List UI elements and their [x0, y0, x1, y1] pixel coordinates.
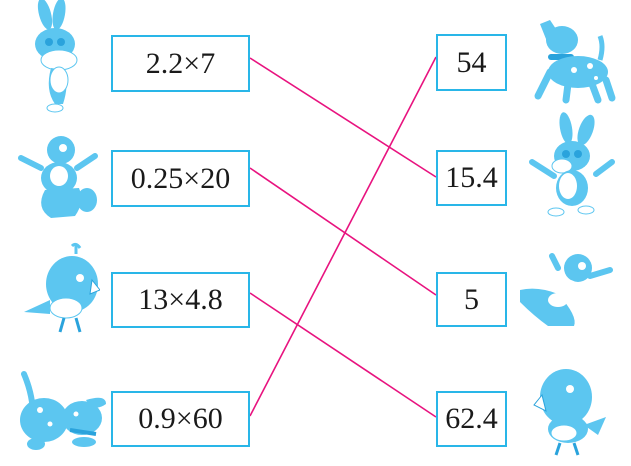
- expression-box-3[interactable]: 13×4.8: [111, 272, 250, 328]
- chipmunk-icon: [520, 253, 613, 326]
- bunny-icon: [529, 112, 615, 217]
- bunny-icon: [35, 0, 78, 113]
- match-line-0.25x20-5: [249, 167, 437, 296]
- answer-text: 54: [456, 45, 487, 79]
- match-line-2.2x7-15.4: [249, 57, 437, 178]
- expression-box-4[interactable]: 0.9×60: [111, 391, 250, 447]
- puppy-icon: [20, 371, 106, 450]
- bird-icon: [24, 242, 100, 333]
- answer-text: 15.4: [445, 161, 498, 194]
- answer-box-3[interactable]: 5: [436, 272, 507, 327]
- expression-text: 13×4.8: [138, 283, 223, 316]
- answer-box-2[interactable]: 15.4: [436, 150, 507, 206]
- answer-box-4[interactable]: 62.4: [436, 391, 507, 447]
- answer-text: 5: [464, 282, 479, 316]
- expression-box-1[interactable]: 2.2×7: [111, 35, 250, 92]
- answer-box-1[interactable]: 54: [436, 34, 507, 91]
- answer-text: 62.4: [445, 402, 498, 435]
- chipmunk-icon: [18, 136, 98, 218]
- match-line-0.9x60-54: [249, 56, 437, 417]
- bird-icon: [533, 369, 606, 456]
- puppy-icon: [534, 20, 616, 104]
- expression-box-2[interactable]: 0.25×20: [111, 150, 250, 207]
- expression-text: 0.25×20: [130, 161, 231, 195]
- match-line-13x4.8-62.4: [249, 292, 437, 418]
- expression-text: 0.9×60: [138, 402, 223, 435]
- expression-text: 2.2×7: [145, 46, 216, 80]
